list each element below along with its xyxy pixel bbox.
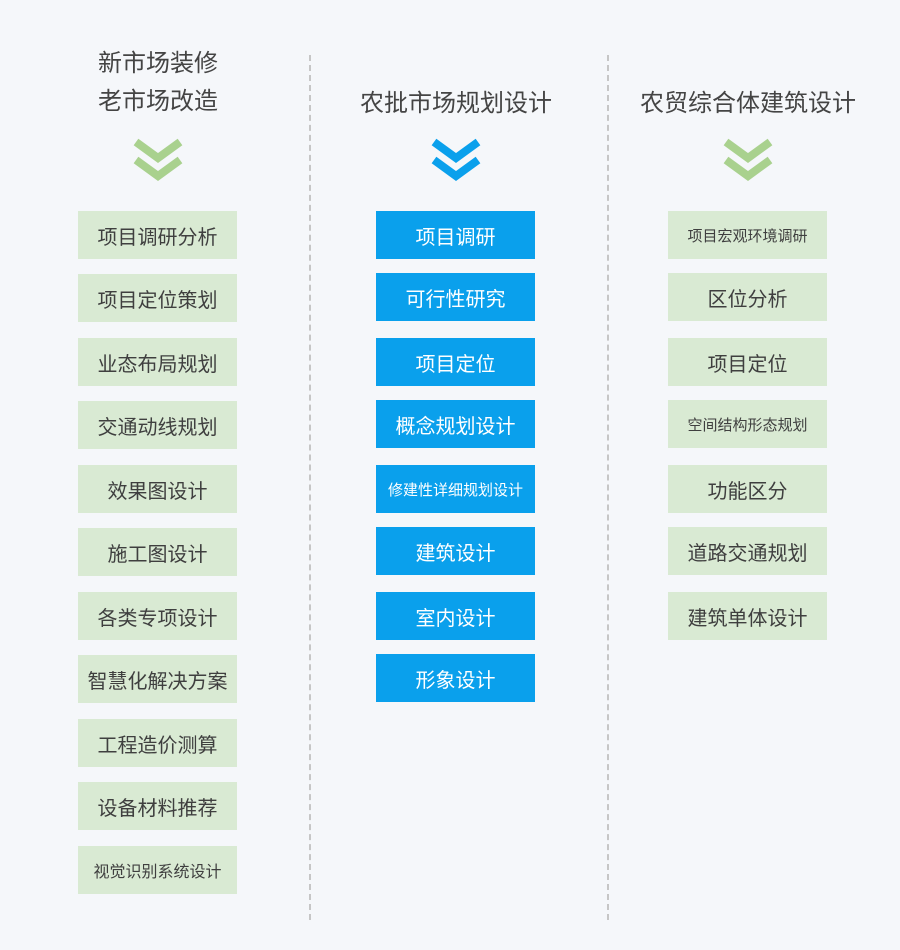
list-item: 项目调研 xyxy=(376,211,535,259)
list-item: 可行性研究 xyxy=(376,273,535,321)
list-item: 业态布局规划 xyxy=(78,338,237,386)
list-item: 项目定位 xyxy=(376,338,535,386)
list-item: 效果图设计 xyxy=(78,465,237,513)
list-item: 项目调研分析 xyxy=(78,211,237,259)
list-item: 室内设计 xyxy=(376,592,535,640)
column-divider xyxy=(607,55,609,920)
list-item: 工程造价测算 xyxy=(78,719,237,767)
list-item: 修建性详细规划设计 xyxy=(376,465,535,513)
column-market-renovation: 新市场装修 老市场改造 项目调研分析 项目定位策划 业态布局规划 交通动线规划 … xyxy=(8,0,308,950)
list-item: 各类专项设计 xyxy=(78,592,237,640)
double-chevron-down-icon xyxy=(133,138,183,181)
list-item: 概念规划设计 xyxy=(376,400,535,448)
double-chevron-down-icon xyxy=(723,138,773,181)
list-item: 道路交通规划 xyxy=(668,527,827,575)
column-title-line-1: 农批市场规划设计 xyxy=(360,89,552,117)
column-title-line-1: 农贸综合体建筑设计 xyxy=(640,89,856,117)
list-item: 空间结构形态规划 xyxy=(668,400,827,448)
list-item: 智慧化解决方案 xyxy=(78,655,237,703)
list-item: 项目定位策划 xyxy=(78,274,237,322)
column-title-line-2: 老市场改造 xyxy=(98,87,218,115)
column-divider xyxy=(309,55,311,920)
column-farmers-market-complex-design: 农贸综合体建筑设计 项目宏观环境调研 区位分析 项目定位 空间结构形态规划 功能… xyxy=(598,0,898,950)
list-item: 建筑单体设计 xyxy=(668,592,827,640)
column-wholesale-market-planning: 农批市场规划设计 项目调研 可行性研究 项目定位 概念规划设计 修建性详细规划设… xyxy=(306,0,606,950)
list-item: 形象设计 xyxy=(376,654,535,702)
list-item: 设备材料推荐 xyxy=(78,782,237,830)
list-item: 功能区分 xyxy=(668,465,827,513)
list-item: 交通动线规划 xyxy=(78,401,237,449)
list-item: 项目定位 xyxy=(668,338,827,386)
column-title: 农贸综合体建筑设计 xyxy=(598,84,898,122)
column-title: 新市场装修 老市场改造 xyxy=(8,44,308,120)
list-item: 项目宏观环境调研 xyxy=(668,211,827,259)
column-title: 农批市场规划设计 xyxy=(306,84,606,122)
list-item: 区位分析 xyxy=(668,273,827,321)
double-chevron-down-icon xyxy=(431,138,481,181)
column-title-line-1: 新市场装修 xyxy=(98,49,218,77)
list-item: 建筑设计 xyxy=(376,527,535,575)
list-item: 视觉识别系统设计 xyxy=(78,846,237,894)
list-item: 施工图设计 xyxy=(78,528,237,576)
